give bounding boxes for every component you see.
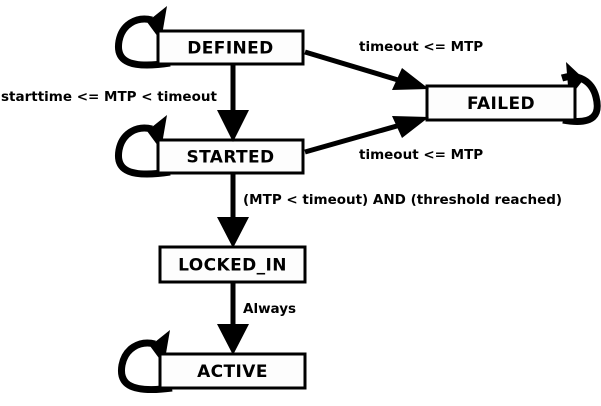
state-label-locked-in: LOCKED_IN bbox=[178, 256, 287, 276]
state-box-active bbox=[158, 352, 307, 390]
state-node-failed[interactable]: FAILED bbox=[425, 84, 577, 122]
state-box-failed bbox=[425, 84, 577, 122]
transition-defined-to-failed[interactable] bbox=[304, 49, 429, 90]
edge-label-always-condition: Always bbox=[243, 301, 296, 317]
transition-locked-in-to-active[interactable] bbox=[217, 282, 249, 355]
defined-self-loop-path bbox=[114, 15, 171, 69]
state-node-defined[interactable]: DEFINED bbox=[156, 29, 305, 66]
active-self-loop-path bbox=[117, 339, 173, 393]
state-node-started[interactable]: STARTED bbox=[156, 138, 305, 175]
transition-defined-to-started[interactable] bbox=[217, 64, 249, 142]
edge-label-timeout-condition-lower: timeout <= MTP bbox=[359, 147, 483, 163]
state-label-started: STARTED bbox=[186, 148, 274, 168]
transition-started-to-locked-in[interactable] bbox=[217, 173, 249, 248]
state-box-defined bbox=[156, 29, 305, 66]
state-label-failed: FAILED bbox=[467, 94, 535, 114]
edge-label-starttime-condition: starttime <= MTP < timeout bbox=[1, 89, 217, 105]
state-node-active[interactable]: ACTIVE bbox=[158, 352, 307, 390]
transition-started-to-failed[interactable] bbox=[304, 116, 429, 155]
defined-to-failed-arrowhead bbox=[392, 68, 429, 90]
started-to-locked-in-arrowhead bbox=[217, 217, 249, 248]
state-label-defined: DEFINED bbox=[187, 39, 273, 59]
locked-in-to-active-arrowhead bbox=[217, 324, 249, 355]
edge-label-timeout-condition-upper: timeout <= MTP bbox=[359, 39, 483, 55]
state-label-active: ACTIVE bbox=[197, 362, 268, 382]
defined-to-started-arrowhead bbox=[217, 110, 249, 142]
state-node-locked-in[interactable]: LOCKED_IN bbox=[158, 245, 307, 284]
started-self-loop-path bbox=[114, 124, 171, 178]
started-to-failed-arrowhead bbox=[392, 116, 429, 138]
edge-label-threshold-condition: (MTP < timeout) AND (threshold reached) bbox=[243, 192, 562, 208]
